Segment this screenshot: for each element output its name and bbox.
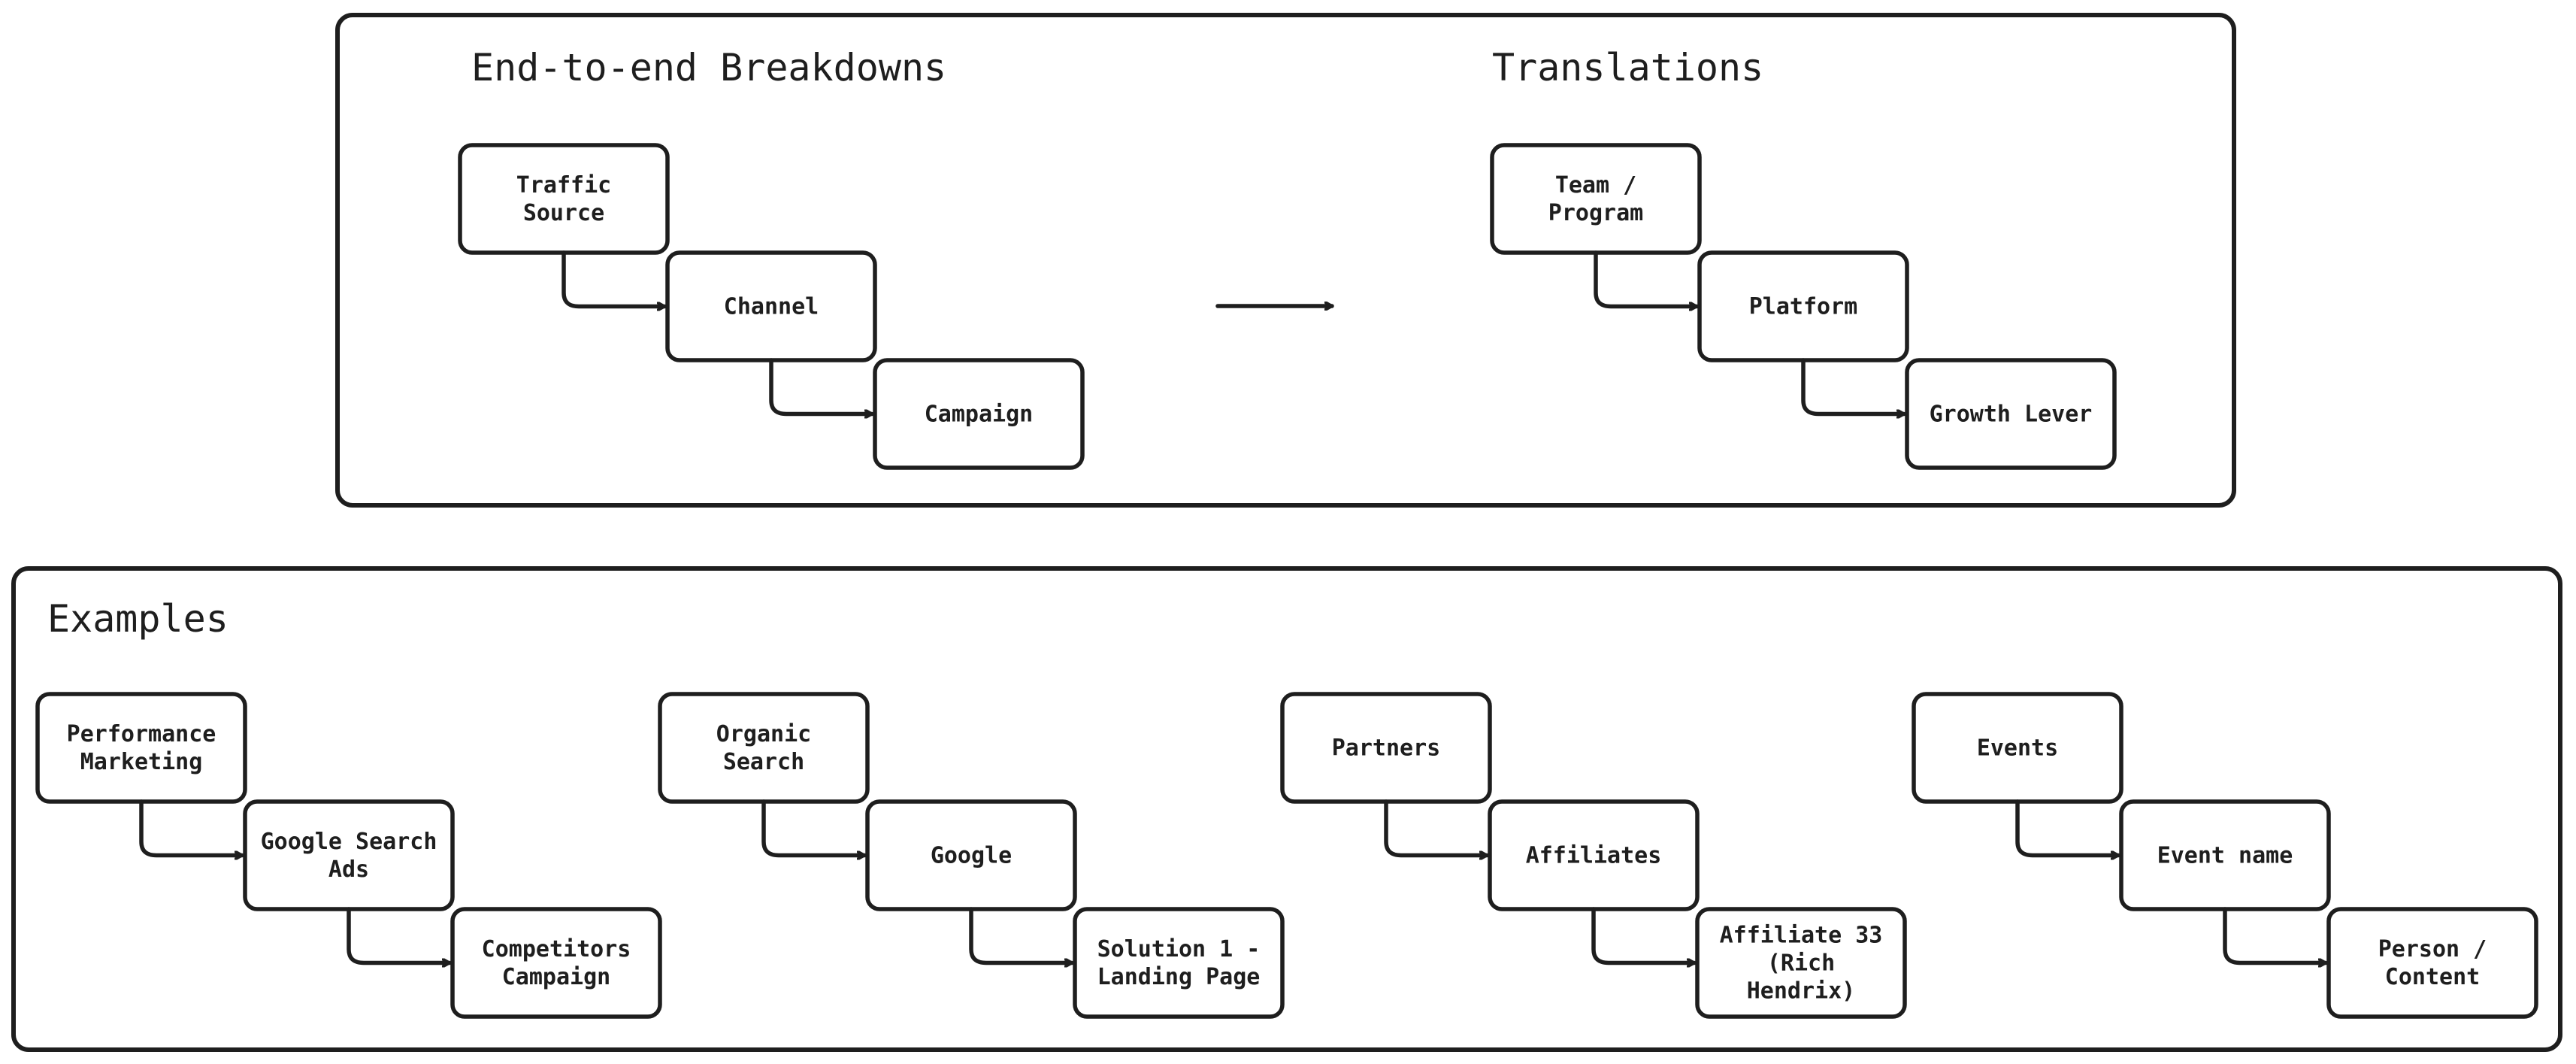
examples-frame [11, 566, 2562, 1052]
breakdown-node-box [873, 358, 1085, 470]
example-1-node-box [35, 692, 247, 804]
example-4-connector [2015, 799, 2120, 856]
example-2-connector [969, 907, 1074, 963]
breakdowns-title: End-to-end Breakdowns [471, 46, 946, 89]
translation-connector [1594, 250, 1699, 307]
example-4-node-box [2326, 907, 2538, 1019]
example-3-node-label: Partners [1332, 735, 1441, 762]
example-2-node-label: Solution 1 -Landing Page [1097, 936, 1261, 990]
breakdown-node-label: Channel [724, 294, 819, 320]
example-3-connector [1384, 799, 1489, 856]
example-1-connector [347, 907, 452, 963]
top-frame [335, 13, 2236, 508]
breakdown-node-box [458, 143, 670, 255]
example-1-node-box [450, 907, 662, 1019]
example-4-connector [2223, 907, 2328, 963]
example-2-connector [761, 799, 867, 856]
breakdown-node-label: Campaign [925, 402, 1034, 428]
example-2-node-box [658, 692, 870, 804]
translations-title: Translations [1492, 46, 1763, 89]
example-4-node-label: Event name [2157, 843, 2293, 869]
example-2-node-label: Google [931, 843, 1012, 869]
translation-node-label: Growth Lever [1930, 402, 2093, 428]
translation-connector [1801, 358, 1906, 414]
example-3-node-label: Affiliates [1526, 843, 1662, 869]
breakdown-connector [769, 358, 874, 414]
translation-node-box [1905, 358, 2117, 470]
example-3-node-box [1695, 907, 1907, 1019]
example-1-node-box [243, 799, 455, 911]
example-4-node-label: Events [1977, 735, 2058, 762]
example-3-connector [1591, 907, 1697, 963]
example-2-node-box [1073, 907, 1285, 1019]
translation-node-label: Platform [1749, 294, 1858, 320]
breakdown-connector [562, 250, 667, 307]
translation-node-label: Team /Program [1548, 172, 1643, 226]
examples-title: Examples [47, 597, 229, 641]
translation-node-box [1490, 143, 1702, 255]
example-1-connector [139, 799, 244, 856]
example-4-node-label: Person /Content [2378, 936, 2487, 990]
